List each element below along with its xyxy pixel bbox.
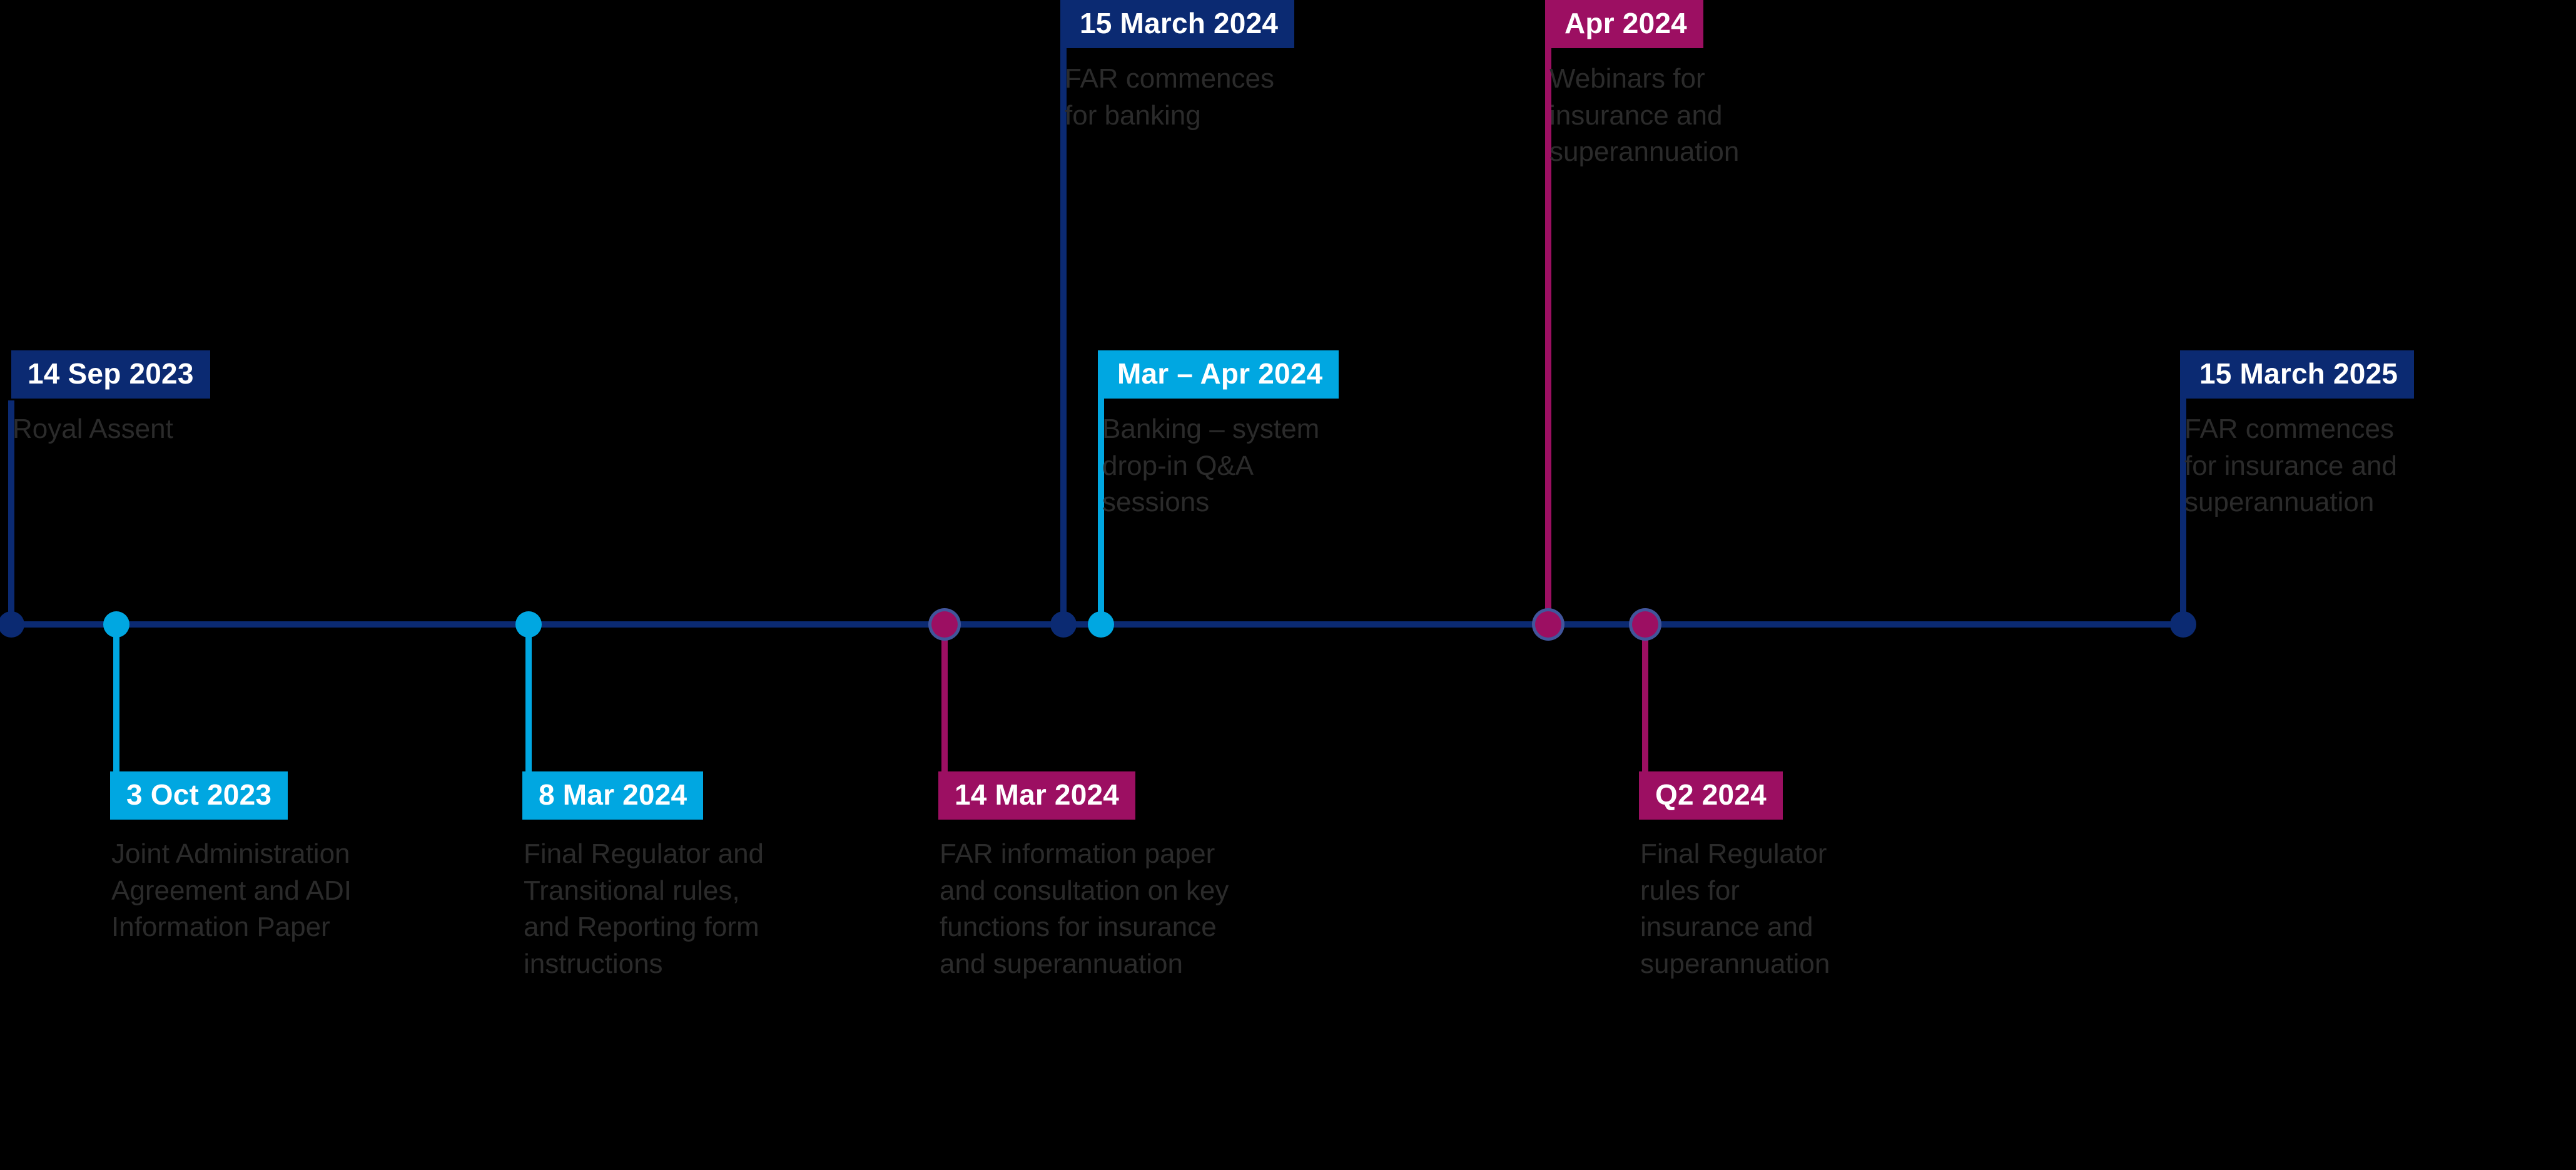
milestone-joint-administration-agreement[interactable]: 3 Oct 2023 Joint Administration Agreemen… (110, 771, 479, 946)
milestone-date-badge[interactable]: 15 March 2024 (1063, 0, 1295, 48)
milestone-description: FAR commences for insurance and superann… (2184, 414, 2397, 518)
milestone-banking-drop-in-sessions[interactable]: Mar – Apr 2024 Banking – system drop-in … (1101, 350, 1458, 521)
timeline-node-banking-drop-in-sessions[interactable] (1088, 611, 1114, 638)
milestone-date-badge[interactable]: Q2 2024 (1639, 771, 1783, 820)
milestone-description: Banking – system drop-in Q&A sessions (1102, 414, 1320, 518)
connector-stem-far-commences-banking (1060, 0, 1067, 624)
timeline-node-far-commences-insurance-super[interactable] (2170, 611, 2196, 638)
timeline-node-webinars-insurance-super[interactable] (1535, 611, 1561, 638)
connector-stem-far-information-paper (941, 624, 948, 775)
milestone-far-commences-banking[interactable]: 15 March 2024 FAR commences for banking (1063, 0, 1414, 134)
connector-stem-webinars-insurance-super (1545, 0, 1551, 624)
timeline-node-far-information-paper[interactable] (931, 611, 958, 638)
milestone-date-badge[interactable]: 8 Mar 2024 (522, 771, 704, 820)
milestone-description: Final Regulator rules for insurance and … (1640, 838, 1830, 979)
milestone-description: Joint Administration Agreement and ADI I… (111, 838, 352, 943)
connector-stem-royal-assent (8, 400, 14, 624)
milestone-description: Royal Assent (13, 414, 173, 444)
timeline-node-final-regulator-rules[interactable] (1632, 611, 1658, 638)
timeline-node-far-commences-banking[interactable] (1050, 611, 1077, 638)
milestone-date-badge[interactable]: 14 Mar 2024 (938, 771, 1136, 820)
milestone-final-regulator-transitional-rules[interactable]: 8 Mar 2024 Final Regulator and Transitio… (522, 771, 891, 982)
milestone-description: Final Regulator and Transitional rules, … (524, 838, 764, 979)
timeline-node-royal-assent[interactable] (0, 611, 24, 638)
connector-stem-joint-administration-agreement (113, 624, 119, 775)
milestone-description: Webinars for insurance and superannuatio… (1549, 63, 1740, 168)
milestone-date-badge[interactable]: 3 Oct 2023 (110, 771, 288, 820)
timeline-node-joint-administration-agreement[interactable] (103, 611, 129, 638)
connector-stem-final-regulator-transitional-rules (525, 624, 532, 775)
timeline-node-final-regulator-transitional-rules[interactable] (515, 611, 542, 638)
milestone-date-badge[interactable]: 15 March 2025 (2183, 350, 2415, 399)
milestone-final-regulator-rules[interactable]: Q2 2024 Final Regulator rules for insura… (1639, 771, 2008, 982)
milestone-webinars-insurance-super[interactable]: Apr 2024 Webinars for insurance and supe… (1548, 0, 1917, 171)
milestone-far-commences-insurance-super[interactable]: 15 March 2025 FAR commences for insuranc… (2183, 350, 2552, 521)
milestone-description: FAR information paper and consultation o… (940, 838, 1229, 979)
milestone-royal-assent[interactable]: 14 Sep 2023 Royal Assent (11, 350, 362, 448)
connector-stem-banking-drop-in-sessions (1098, 350, 1104, 624)
milestone-date-badge[interactable]: Apr 2024 (1548, 0, 1703, 48)
milestone-date-badge[interactable]: Mar – Apr 2024 (1101, 350, 1339, 399)
connector-stem-far-commences-insurance-super (2180, 350, 2186, 624)
milestone-far-information-paper[interactable]: 14 Mar 2024 FAR information paper and co… (938, 771, 1376, 982)
connector-stem-final-regulator-rules (1642, 624, 1648, 775)
milestone-description: FAR commences for banking (1065, 63, 1274, 131)
milestone-date-badge[interactable]: 14 Sep 2023 (11, 350, 210, 399)
